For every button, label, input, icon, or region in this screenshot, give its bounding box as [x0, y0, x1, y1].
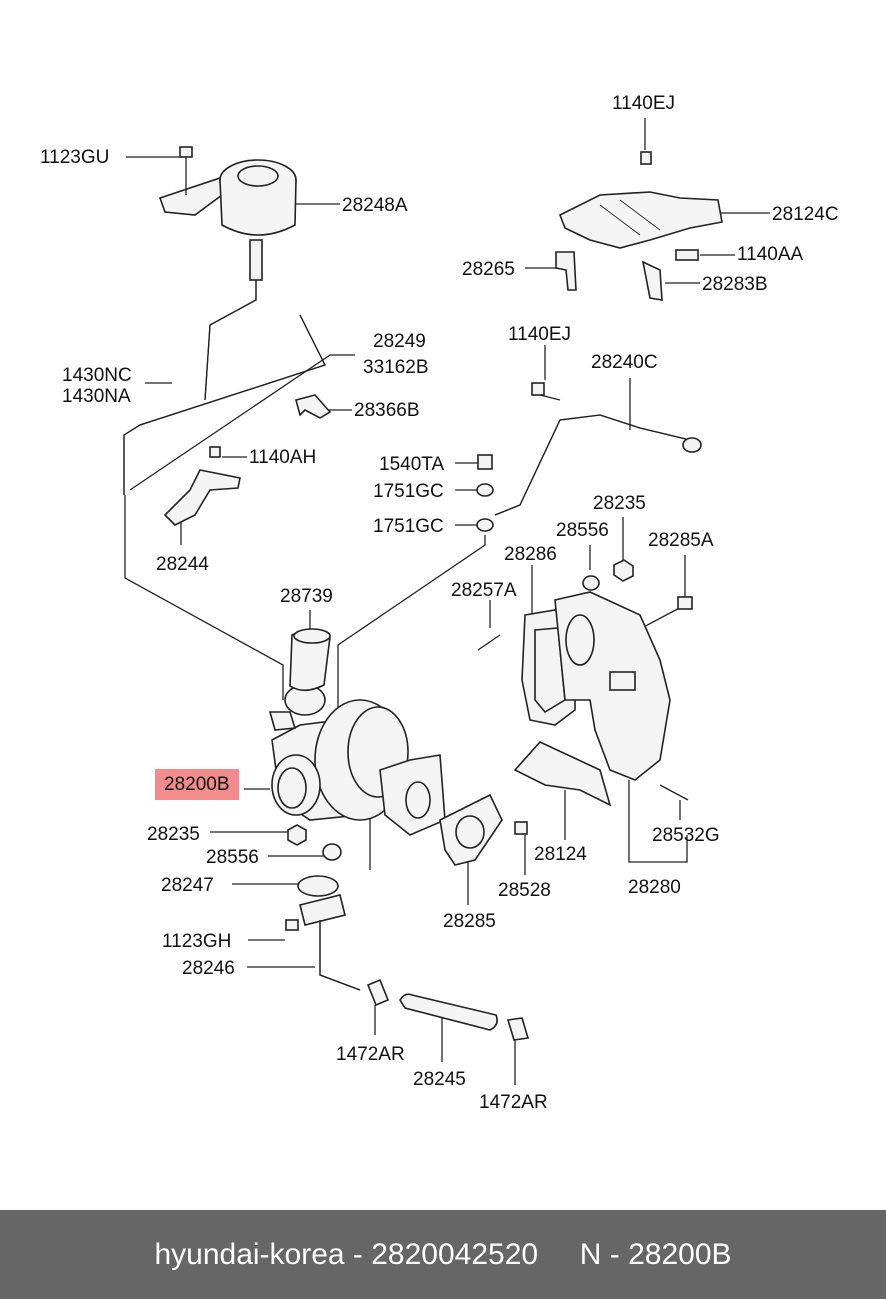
exhaust-manifold-28280 [554, 591, 671, 781]
label-1140ah: 1140AH [249, 447, 317, 468]
label-28286: 28286 [504, 544, 557, 565]
pipe-28249 [123, 314, 326, 495]
diagram-drawing [123, 118, 770, 1085]
label-28249: 28249 [373, 331, 426, 352]
label-1140ej-mid: 1140EJ [508, 324, 572, 345]
label-1751gc-b: 1751GC [373, 516, 444, 537]
label-28246: 28246 [182, 958, 235, 979]
oil-pipe-28240c [494, 414, 702, 516]
label-28200b-highlighted: 28200B [155, 769, 239, 800]
label-1751gc-a: 1751GC [373, 481, 444, 502]
label-28235-top: 28235 [593, 493, 646, 514]
footer-bar: hyundai-korea - 2820042520 N - 28200B [0, 1210, 886, 1299]
label-28248a: 28248A [342, 195, 408, 216]
label-1430na: 1430NA [62, 386, 131, 407]
leader-lines [124, 118, 770, 1085]
label-1472ar-b: 1472AR [479, 1092, 548, 1113]
oil-return-pipe-28246 [285, 894, 361, 991]
label-28235-bot: 28235 [147, 824, 200, 845]
label-28124: 28124 [534, 844, 587, 865]
label-1430nc: 1430NC [62, 365, 132, 386]
heat-shield-28124c [558, 191, 723, 249]
label-28556-top: 28556 [556, 520, 609, 541]
label-1123gh: 1123GH [162, 931, 232, 952]
label-28265: 28265 [462, 259, 515, 280]
label-28240c: 28240C [591, 352, 658, 373]
label-28124c: 28124C [772, 204, 839, 225]
label-28532g: 28532G [652, 825, 720, 846]
label-28245: 28245 [413, 1069, 466, 1090]
label-28283b: 28283B [702, 274, 768, 295]
label-1472ar-a: 1472AR [336, 1044, 405, 1065]
label-1540ta: 1540TA [379, 454, 445, 475]
label-1123gu: 1123GU [40, 147, 110, 168]
label-28280: 28280 [628, 877, 681, 898]
label-28528: 28528 [498, 880, 551, 901]
label-28366b: 28366B [354, 400, 420, 421]
turbocharger-28200b [268, 628, 446, 836]
footer-text: hyundai-korea - 2820042520 N - 28200B [154, 1237, 732, 1271]
label-28244: 28244 [156, 554, 209, 575]
label-1140aa: 1140AA [737, 244, 804, 265]
actuator-part [158, 159, 297, 401]
label-28257a: 28257A [451, 580, 517, 601]
label-33162b: 33162B [363, 357, 429, 378]
label-28247: 28247 [161, 875, 214, 896]
bolt-1123gu [179, 146, 193, 195]
label-28285a: 28285A [648, 530, 714, 551]
label-28739: 28739 [280, 586, 333, 607]
label-28556-bot: 28556 [206, 847, 259, 868]
label-28285: 28285 [443, 911, 496, 932]
parts-diagram: 1140EJ 1123GU 28248A 28124C 1140AA 28265… [40, 93, 839, 1113]
label-1140ej-top: 1140EJ [612, 93, 676, 114]
